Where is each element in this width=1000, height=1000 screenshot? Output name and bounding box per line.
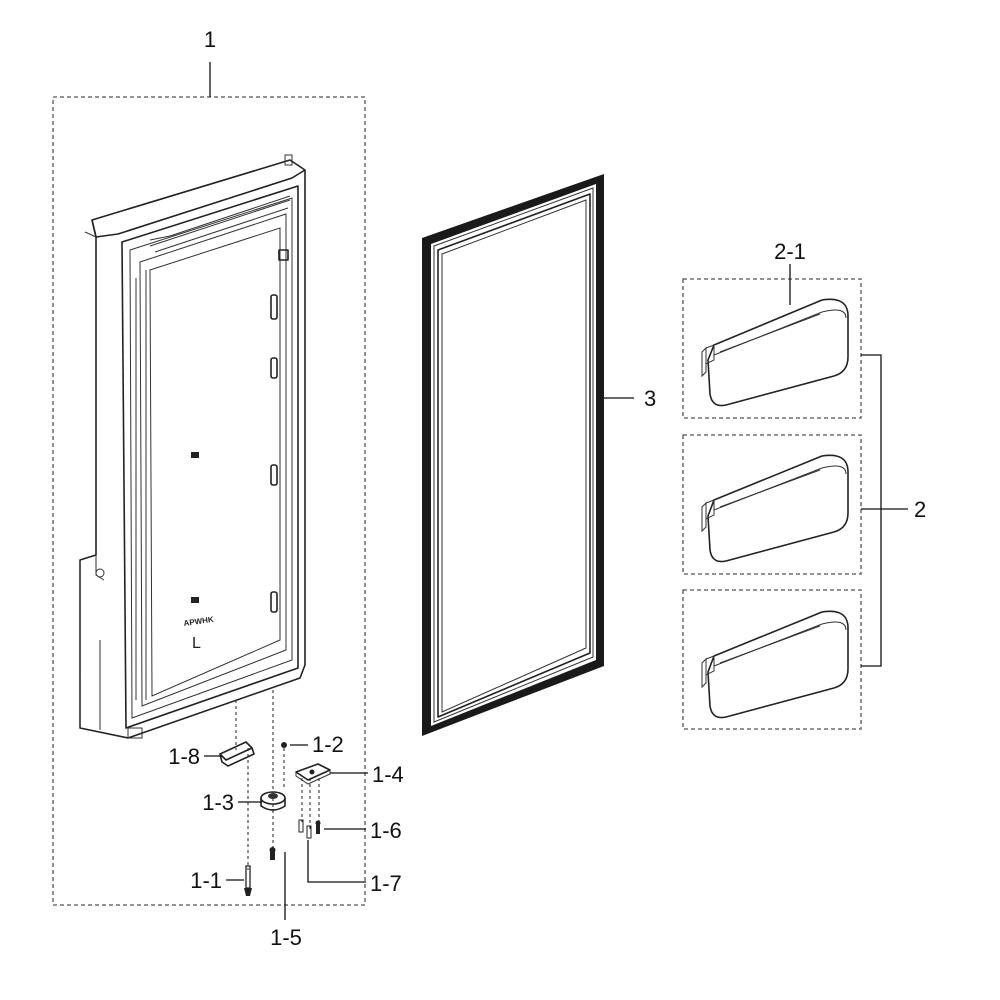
door-guard-middle[interactable] — [701, 454, 849, 563]
door-guard-bottom[interactable] — [701, 610, 849, 719]
door-side-mark: L — [192, 635, 201, 652]
callout-1: 1 — [204, 27, 216, 52]
callout-2: 2 — [914, 497, 926, 522]
screw-a-part[interactable] — [269, 847, 276, 860]
door-guard-top[interactable] — [701, 298, 849, 407]
screw-c-part[interactable] — [298, 819, 312, 839]
leader-1-7 — [307, 840, 366, 883]
callout-1-3: 1-3 — [202, 790, 234, 815]
pin-part[interactable] — [244, 865, 252, 896]
guard-box-bottom — [682, 589, 862, 730]
callout-3: 3 — [644, 386, 656, 411]
callout-1-2: 1-2 — [312, 732, 344, 757]
screw-b-part[interactable] — [315, 820, 321, 835]
guard-box-middle — [682, 434, 862, 575]
callout-1-1: 1-1 — [190, 868, 222, 893]
guard-box-top — [682, 278, 862, 419]
stopper-part[interactable] — [219, 741, 255, 767]
assembly-1-boundary — [52, 96, 366, 906]
callout-1-5: 1-5 — [270, 925, 302, 950]
callout-2-1: 2-1 — [774, 239, 806, 264]
callout-1-4: 1-4 — [372, 762, 404, 787]
door-stamp-text: APWHK — [183, 615, 214, 628]
door-assembly[interactable]: APWHK L — [79, 154, 306, 739]
hinge-cap-part[interactable] — [260, 791, 286, 811]
hinge-plate-part[interactable] — [295, 763, 331, 785]
washer-part[interactable] — [281, 742, 287, 748]
bracket-2 — [861, 354, 882, 667]
callout-1-8: 1-8 — [168, 744, 200, 769]
callout-1-7: 1-7 — [370, 871, 402, 896]
callout-1-6: 1-6 — [370, 818, 402, 843]
door-gasket[interactable] — [422, 174, 604, 736]
